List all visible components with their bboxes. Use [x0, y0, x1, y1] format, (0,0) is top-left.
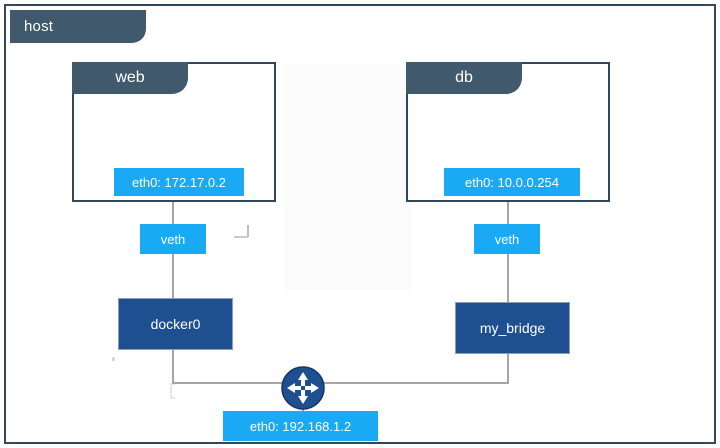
web-eth0-chip[interactable]: eth0: 172.17.0.2 [114, 168, 244, 196]
bridge-my-bridge[interactable]: my_bridge [455, 302, 570, 354]
host-title-tab: host [10, 10, 146, 43]
line-docker0-router-horizontal [172, 382, 296, 384]
web-veth-chip[interactable]: veth [140, 224, 206, 254]
background-tick-artifact [247, 225, 249, 237]
db-eth0-chip[interactable]: eth0: 10.0.0.254 [444, 168, 580, 196]
container-web-label: web [115, 69, 145, 86]
container-db[interactable]: db eth0: 10.0.0.254 [406, 62, 610, 202]
db-veth-chip[interactable]: veth [474, 224, 540, 254]
line-my-bridge-router-horizontal [310, 382, 508, 384]
line-veth-to-docker0 [172, 254, 174, 304]
background-bracket-artifact [170, 383, 175, 399]
host-eth0-chip[interactable]: eth0: 192.168.1.2 [223, 411, 378, 441]
host-boundary: host web eth0: 172.17.0.2 veth do [4, 4, 716, 444]
container-db-title-tab: db [406, 62, 522, 94]
container-db-label: db [455, 69, 473, 86]
background-dot-artifact [112, 357, 115, 361]
container-web-title-tab: web [72, 62, 188, 94]
line-docker0-to-router [172, 348, 174, 384]
line-db-eth0-to-veth [507, 198, 509, 228]
line-veth-to-my-bridge [507, 254, 509, 308]
host-title-label: host [24, 18, 54, 35]
bridge-docker0[interactable]: docker0 [118, 298, 233, 350]
router-icon[interactable] [280, 365, 326, 411]
container-web[interactable]: web eth0: 172.17.0.2 [72, 62, 276, 202]
line-web-eth0-to-veth [172, 198, 174, 228]
background-panel-artifact [284, 64, 412, 290]
line-my-bridge-to-router [507, 352, 509, 384]
background-tick-artifact-horizontal [234, 236, 248, 238]
